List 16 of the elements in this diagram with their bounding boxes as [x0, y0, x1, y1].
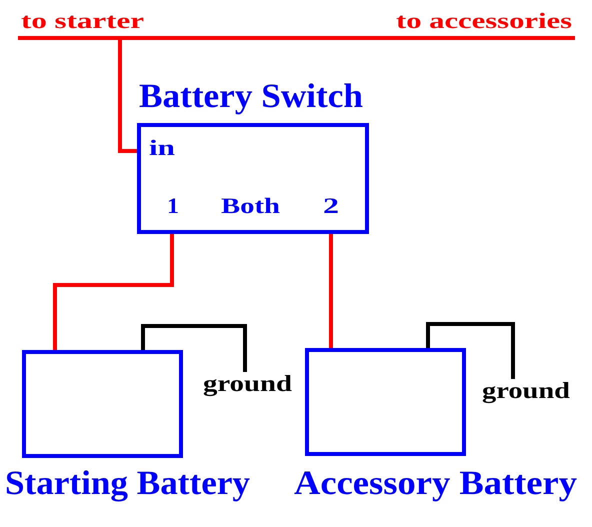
wire	[53, 234, 174, 350]
wire-label: to starter	[21, 10, 144, 32]
position-label: Both	[221, 195, 280, 217]
component-label: Battery Switch	[139, 80, 363, 114]
terminal-label: in	[149, 137, 175, 159]
ground-label: ground	[482, 379, 570, 402]
terminal-label: 2	[323, 195, 339, 217]
ground-label: ground	[203, 372, 292, 395]
wire	[426, 322, 515, 379]
wire-label: to accessories	[396, 10, 572, 32]
component-label: Accessory Battery	[294, 467, 577, 501]
wire	[141, 324, 247, 372]
wire	[118, 36, 575, 153]
wire	[329, 234, 333, 348]
component-label: Starting Battery	[5, 467, 250, 501]
terminal-label: 1	[167, 195, 179, 217]
